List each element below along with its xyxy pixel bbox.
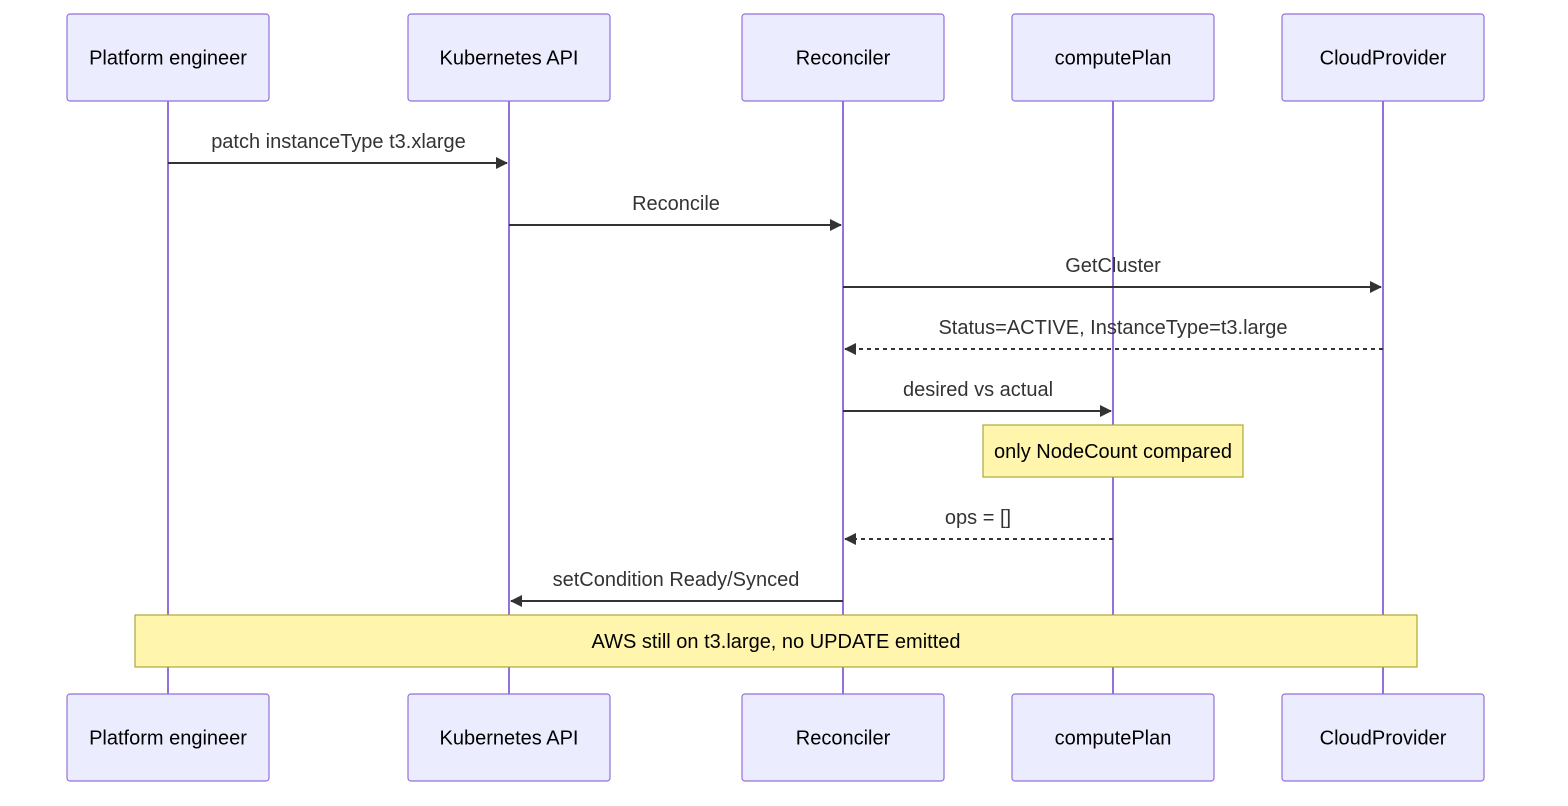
actor-box <box>741 693 945 782</box>
actor-k8s-top: Kubernetes API <box>407 13 611 102</box>
actor-box <box>1011 13 1215 102</box>
actor-box <box>741 13 945 102</box>
actor-engineer-bottom: Platform engineer <box>66 693 270 782</box>
actor-label: Reconciler <box>796 48 891 70</box>
actor-box <box>407 13 611 102</box>
actor-label: Platform engineer <box>89 48 247 70</box>
actor-k8s-bottom: Kubernetes API <box>407 693 611 782</box>
actor-label: CloudProvider <box>1320 728 1447 750</box>
actor-cloud-bottom: CloudProvider <box>1281 693 1485 782</box>
message-6: ops = [] <box>844 507 1113 545</box>
actor-computeplan-top: computePlan <box>1011 13 1215 102</box>
actor-box <box>1011 693 1215 782</box>
actor-box <box>66 693 270 782</box>
message-4: Status=ACTIVE, InstanceType=t3.large <box>844 317 1383 355</box>
note-2: AWS still on t3.large, no UPDATE emitted <box>134 614 1418 668</box>
message-label: Reconcile <box>632 193 720 215</box>
actor-box <box>66 13 270 102</box>
actor-label: Platform engineer <box>89 728 247 750</box>
message-label: ops = [] <box>945 507 1011 529</box>
message-2: Reconcile <box>509 193 842 231</box>
actor-box <box>1281 693 1485 782</box>
actor-cloud-top: CloudProvider <box>1281 13 1485 102</box>
actor-label: Reconciler <box>796 728 891 750</box>
message-3: GetCluster <box>843 255 1382 293</box>
message-5: desired vs actual <box>843 379 1112 417</box>
note-box <box>134 614 1418 668</box>
note-label: only NodeCount compared <box>994 441 1232 463</box>
message-7: setCondition Ready/Synced <box>510 569 843 607</box>
message-label: patch instanceType t3.xlarge <box>211 131 466 153</box>
actor-label: CloudProvider <box>1320 48 1447 70</box>
note-label: AWS still on t3.large, no UPDATE emitted <box>591 631 960 653</box>
actor-box <box>407 693 611 782</box>
note-1: only NodeCount compared <box>982 424 1244 478</box>
actor-reconciler-top: Reconciler <box>741 13 945 102</box>
actor-label: computePlan <box>1055 728 1172 750</box>
actor-reconciler-bottom: Reconciler <box>741 693 945 782</box>
message-label: setCondition Ready/Synced <box>553 569 800 591</box>
message-1: patch instanceType t3.xlarge <box>168 131 508 169</box>
actor-computeplan-bottom: computePlan <box>1011 693 1215 782</box>
actor-box <box>1281 13 1485 102</box>
actor-engineer-top: Platform engineer <box>66 13 270 102</box>
actor-label: Kubernetes API <box>440 728 579 750</box>
actor-label: Kubernetes API <box>440 48 579 70</box>
actor-label: computePlan <box>1055 48 1172 70</box>
note-box <box>982 424 1244 478</box>
message-label: GetCluster <box>1065 255 1161 277</box>
message-label: Status=ACTIVE, InstanceType=t3.large <box>938 317 1287 339</box>
message-label: desired vs actual <box>903 379 1053 401</box>
